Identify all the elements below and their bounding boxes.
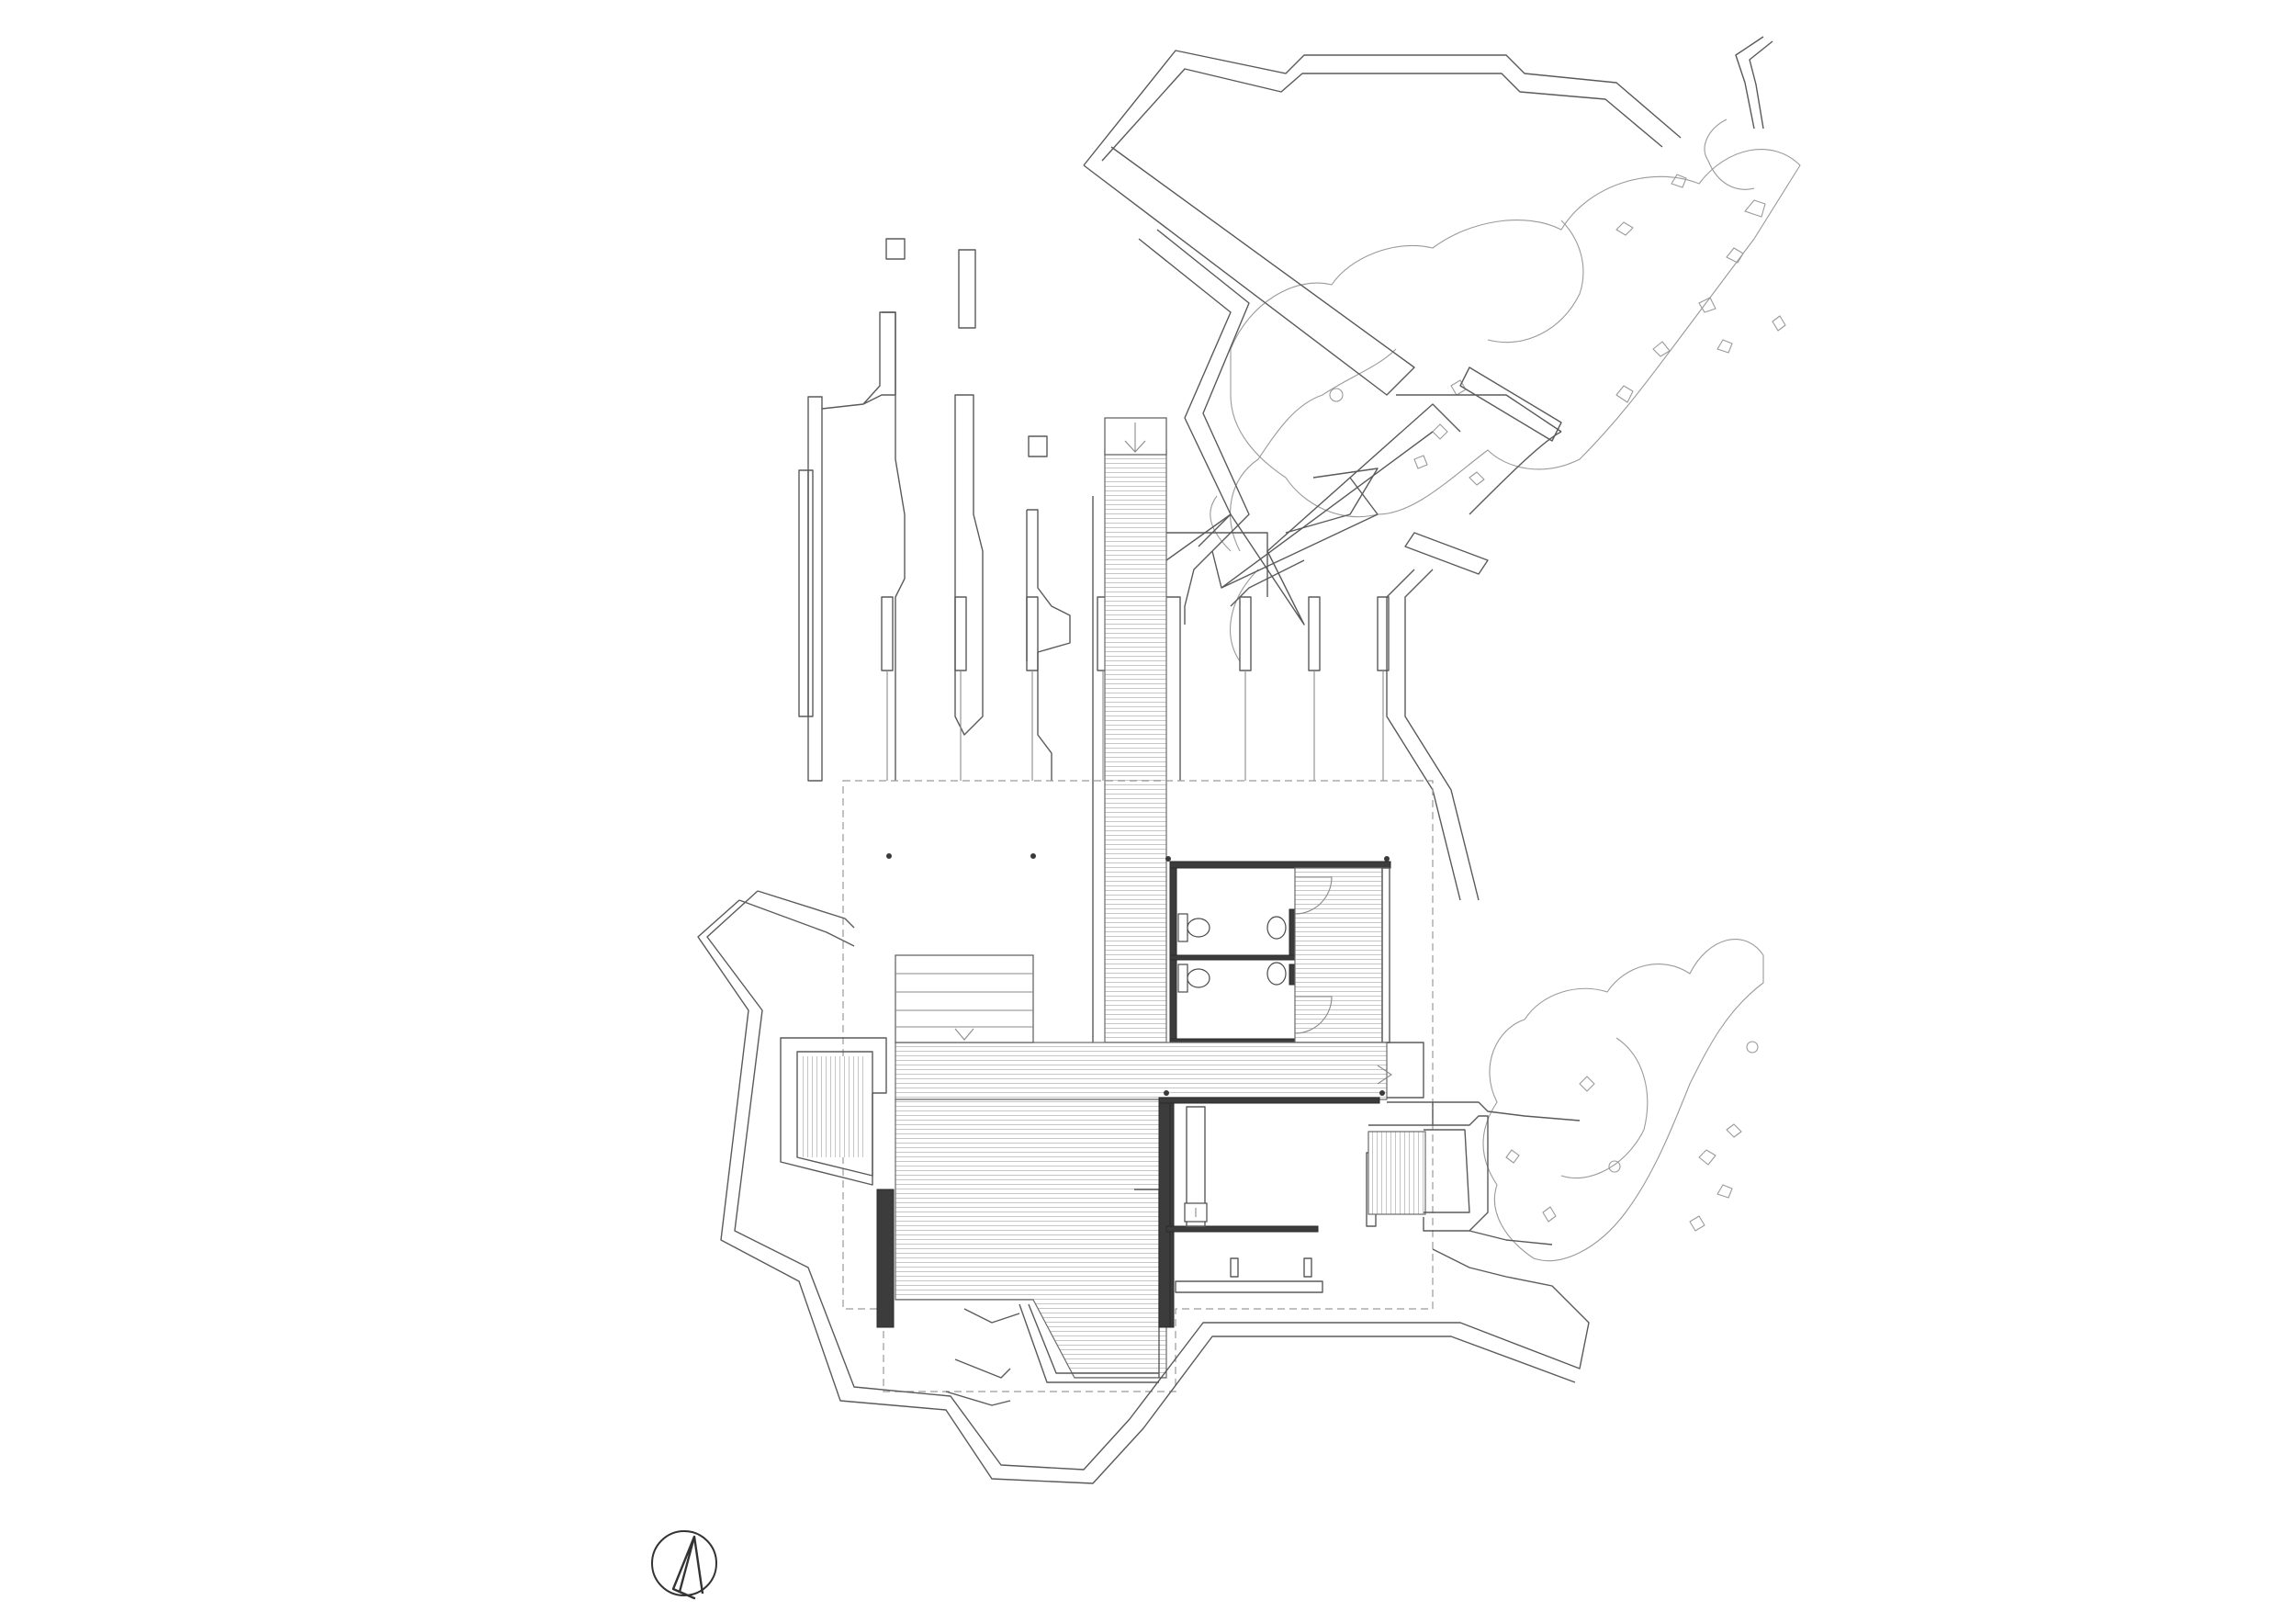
toilet-icon xyxy=(1177,964,1210,993)
lower-platform-deck xyxy=(876,1097,1175,1383)
roof-outline-dashed xyxy=(842,780,1434,1392)
wc-block xyxy=(1165,856,1391,1046)
tree-canopy-east xyxy=(1482,939,1764,1262)
east-stair xyxy=(1367,1101,1489,1232)
terrain-outline-north-east xyxy=(1083,36,1773,901)
boardwalk-north xyxy=(1092,417,1167,1048)
kiosk-building xyxy=(1158,1090,1385,1328)
north-arrow-icon xyxy=(651,1530,717,1600)
west-stair xyxy=(780,1037,887,1186)
terrain-outline-south-west xyxy=(697,890,1590,1484)
tree-canopy-north xyxy=(1210,118,1801,662)
main-cross-deck xyxy=(895,954,1424,1100)
pier-lines-north-west xyxy=(798,238,1390,859)
sink-icon xyxy=(1266,962,1287,986)
sink-icon xyxy=(1266,916,1287,940)
toilet-icon xyxy=(1177,913,1210,942)
